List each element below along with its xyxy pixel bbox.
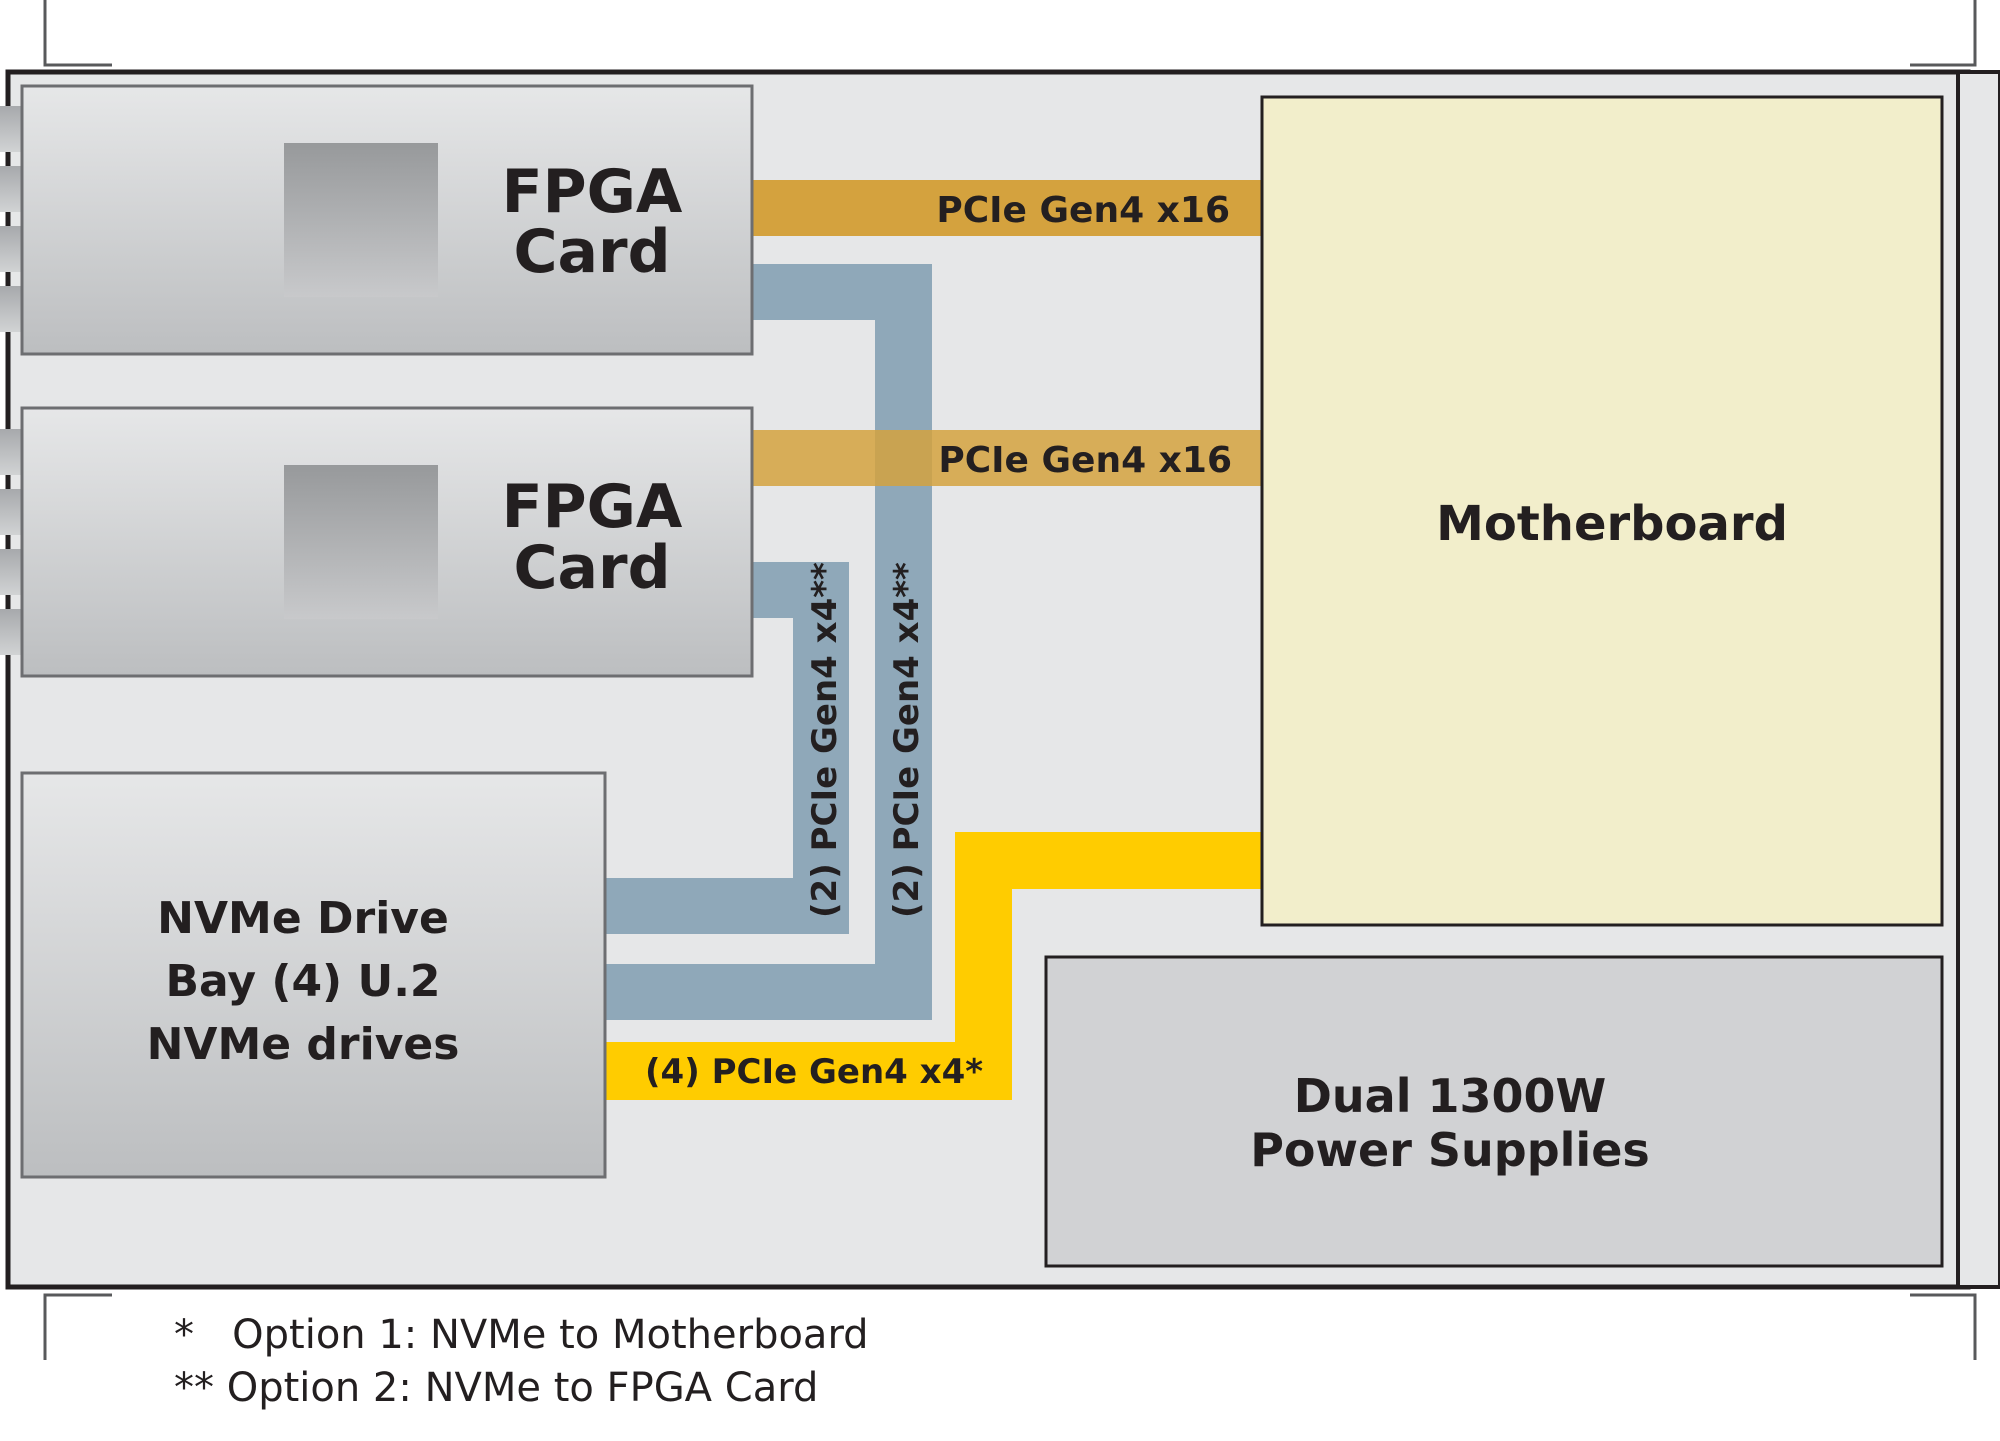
- power-supplies: Dual 1300W Power Supplies: [1044, 955, 1944, 1268]
- fpga-chip: [284, 143, 438, 297]
- link-nvme-to-fpga2-label: (2) PCIe Gen4 x4**: [805, 562, 845, 918]
- rack-brackets: [43, 0, 1977, 1360]
- link-nvme-to-fpga1: [605, 264, 932, 1020]
- fpga-card-1-label-line1: FPGA: [502, 157, 683, 227]
- link-fpga1-to-mb-label: PCIe Gen4 x16: [936, 190, 1230, 231]
- nvme-bay-label-line2: Bay (4) U.2: [165, 956, 440, 1007]
- footnote-option-2: ** Option 2: NVMe to FPGA Card: [174, 1365, 819, 1411]
- link-fpga2-to-motherboard: [752, 430, 1262, 486]
- link-nvme-to-fpga1-label: (2) PCIe Gen4 x4**: [887, 562, 927, 918]
- link-nvme-to-mb-label: (4) PCIe Gen4 x4*: [645, 1052, 983, 1092]
- fpga-card-2-label-line1: FPGA: [502, 472, 683, 542]
- power-supplies-label-line1: Dual 1300W: [1294, 1069, 1607, 1123]
- link-nvme-to-motherboard: [605, 832, 1262, 1100]
- fpga-chip: [284, 465, 438, 619]
- fpga-card-1-label-line2: Card: [513, 217, 670, 287]
- nvme-bay-label-line3: NVMe drives: [147, 1019, 460, 1070]
- motherboard: Motherboard: [1260, 95, 1944, 927]
- nvme-bay-label-line1: NVMe Drive: [157, 893, 449, 944]
- link-fpga2-to-mb-label: PCIe Gen4 x16: [938, 440, 1232, 481]
- power-supplies-label-line2: Power Supplies: [1250, 1123, 1650, 1177]
- motherboard-label: Motherboard: [1436, 496, 1788, 552]
- fpga-card-2-label-line2: Card: [513, 533, 670, 603]
- link-nvme-to-fpga2: [605, 562, 849, 934]
- chassis-side-rail: [1956, 70, 2000, 1289]
- fpga-card-1: FPGA Card: [0, 84, 754, 356]
- fpga-card-2: FPGA Card: [0, 406, 754, 678]
- link-fpga1-to-motherboard: [752, 180, 1262, 236]
- nvme-drive-bay: NVMe Drive Bay (4) U.2 NVMe drives: [20, 771, 607, 1179]
- footnote-option-1: * Option 1: NVMe to Motherboard: [174, 1312, 869, 1358]
